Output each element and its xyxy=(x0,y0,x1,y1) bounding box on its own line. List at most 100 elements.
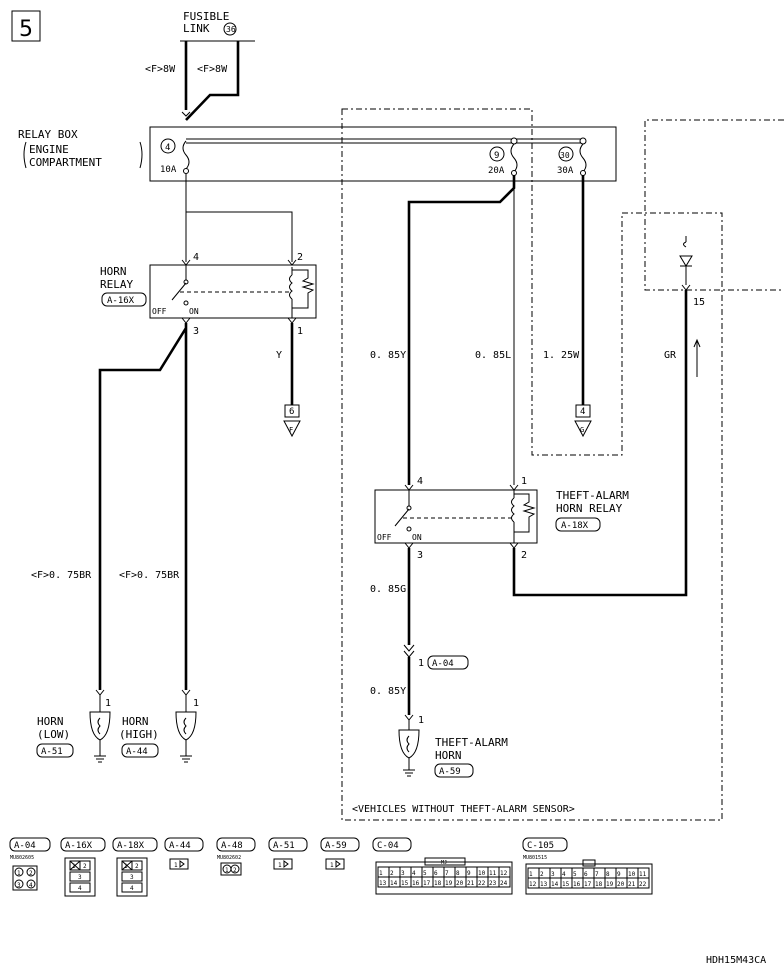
legend-a51-pin: 1 xyxy=(278,862,282,869)
legend-c04-pin: 10 xyxy=(478,870,486,877)
legend-c105-pin: 12 xyxy=(529,881,537,888)
legend-a04-id: A-04 xyxy=(14,841,36,851)
diagram-code: HDH15M43CA xyxy=(706,955,766,966)
theft-horn-label-1: THEFT-ALARM xyxy=(435,736,508,749)
legend-c04-pin: 17 xyxy=(423,880,431,887)
legend-c04-pin: 4 xyxy=(412,870,416,877)
fuse-4-circle xyxy=(160,138,176,154)
terminal-15-mark xyxy=(681,284,691,291)
legend-c105-pin: 22 xyxy=(639,881,647,888)
wire-label-085g: 0. 85G xyxy=(370,584,406,595)
ground-g-symbol xyxy=(574,420,592,438)
legend-a18x-pin: 3 xyxy=(130,874,134,881)
ground-g-letter: G xyxy=(580,426,584,434)
fuse-30-number: 30 xyxy=(560,151,570,160)
fusible-link: FUSIBLE LINK 36 xyxy=(180,10,255,42)
wire-fusible-feed xyxy=(184,41,240,121)
legend-c105-part: MU801515 xyxy=(523,855,547,861)
horn-high-terminal xyxy=(181,689,191,696)
fusible-link-label-1: FUSIBLE xyxy=(183,10,229,23)
horn-relay-label-2: RELAY xyxy=(100,278,133,291)
legend-c04-pin: 22 xyxy=(478,880,486,887)
fuse-9-symbol xyxy=(510,143,518,173)
legend-c04-mj: MJ xyxy=(441,860,447,866)
legend-c04-pin: 15 xyxy=(401,880,409,887)
ground-f-letter: F xyxy=(289,426,293,434)
fuse-9-amp: 20A xyxy=(488,166,505,176)
legend-a59-id: A-59 xyxy=(325,841,347,851)
theft-alarm-horn-relay: OFF ON xyxy=(374,484,538,549)
horn-relay-pin-4: 4 xyxy=(193,252,199,263)
horn-relay-connector: A-16X xyxy=(107,296,135,306)
legend-c04-pin: 23 xyxy=(489,880,497,887)
horn-low-pin: 1 xyxy=(105,698,111,709)
wire-label-fl-right: <F>8W xyxy=(197,64,228,75)
legend-a04-pin: 2 xyxy=(29,870,33,877)
legend-c04-pin: 9 xyxy=(467,870,471,877)
horn-high-connector: A-44 xyxy=(126,747,148,757)
theft-horn-terminal xyxy=(404,714,414,721)
legend-c105-pin: 1 xyxy=(529,871,533,878)
legend-a59-badge xyxy=(320,837,360,852)
legend-c04-pin: 13 xyxy=(379,880,387,887)
fuse-9-circle xyxy=(489,146,505,162)
fuse-4-terminal xyxy=(183,168,189,174)
fuse-9-terminal xyxy=(511,170,517,176)
legend-a59-pin: 1 xyxy=(330,862,334,869)
legend-c105-pin: 4 xyxy=(562,871,566,878)
legend-a16x-pin: 2 xyxy=(83,863,87,870)
legend-c105-housing xyxy=(525,863,653,895)
legend-a18x-id: A-18X xyxy=(117,841,145,851)
horn-relay-switch-arm xyxy=(171,282,187,301)
connector-legend: A-04 MU802605 1 2 3 4 A-16X 1 2 3 4 A-18… xyxy=(9,837,653,897)
legend-c04-pin: 24 xyxy=(500,880,508,887)
legend-c105-pin: 11 xyxy=(639,871,647,878)
wire-label-085y-2: 0. 85Y xyxy=(370,686,406,697)
wire-gr xyxy=(512,290,688,597)
theft-horn-label-2: HORN xyxy=(435,749,462,762)
horn-low-terminal xyxy=(95,689,105,696)
a04-junction-badge xyxy=(427,655,469,670)
theft-relay-switch-arm xyxy=(394,508,410,527)
theft-alarm-option-boundary xyxy=(341,108,723,821)
legend-c04-pin: 12 xyxy=(500,870,508,877)
horn-low-label-2: (LOW) xyxy=(37,728,70,741)
horn-relay-pin-3: 3 xyxy=(193,326,199,337)
fusible-link-label-2: LINK xyxy=(183,22,210,35)
legend-a51-housing xyxy=(273,858,293,870)
theft-horn-pin: 1 xyxy=(418,715,424,726)
a04-junction-connector: A-04 xyxy=(432,659,454,669)
legend-c105-pin: 6 xyxy=(584,871,588,878)
legend-c04-pin-cell xyxy=(498,876,511,888)
theft-relay-contact-top xyxy=(406,505,412,511)
legend-c04-id: C-04 xyxy=(377,841,399,851)
ground-g-box xyxy=(575,404,591,418)
horn-high-icon xyxy=(175,695,197,763)
legend-a51-id: A-51 xyxy=(273,841,295,851)
legend-a04-housing xyxy=(12,865,38,891)
legend-a59-housing xyxy=(325,858,345,870)
horn-high-pin: 1 xyxy=(193,698,199,709)
theft-horn-icon xyxy=(398,720,420,777)
legend-c105-pin: 16 xyxy=(573,881,581,888)
legend-c04-pin: 14 xyxy=(390,880,398,887)
legend-a44-id: A-44 xyxy=(169,841,191,851)
wire-label-125w: 1. 25W xyxy=(543,350,580,361)
legend-c105-pin: 9 xyxy=(617,871,621,878)
horn-relay-resistor xyxy=(292,269,315,309)
external-unit-outline xyxy=(644,119,784,291)
relay-box-sub-2: COMPARTMENT xyxy=(29,156,102,169)
legend-c105-pin: 17 xyxy=(584,881,592,888)
ground-g-number: 4 xyxy=(580,407,585,417)
horn-low-icon xyxy=(89,695,111,763)
horn-relay-label-1: HORN xyxy=(100,265,127,278)
relay-box-outline xyxy=(149,126,617,182)
legend-c105-pin: 14 xyxy=(551,881,559,888)
theft-relay-pin-3: 3 xyxy=(417,550,423,561)
relay-box-bracket-left xyxy=(23,141,27,169)
theft-relay-coil xyxy=(511,490,515,543)
terminal-15-label: 15 xyxy=(693,297,705,308)
legend-c105-pin: 8 xyxy=(606,871,610,878)
legend-c04-pin: 19 xyxy=(445,880,453,887)
